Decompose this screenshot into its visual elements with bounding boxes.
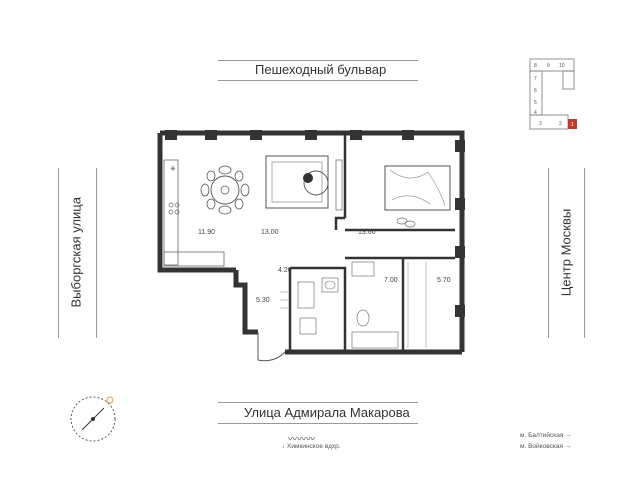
dining-table bbox=[210, 175, 240, 205]
right-rule-a bbox=[548, 168, 549, 338]
svg-text:1: 1 bbox=[571, 122, 574, 128]
metro-voikovskaya: м. Войковская → bbox=[520, 443, 572, 450]
svg-text:3: 3 bbox=[539, 121, 542, 127]
wall-jog bbox=[334, 216, 345, 230]
building-minimap: 8 9 10 7 6 5 4 3 2 1 bbox=[529, 58, 577, 130]
area-kitchen: 11.90 bbox=[198, 229, 215, 236]
svg-text:10: 10 bbox=[559, 63, 565, 69]
sofa bbox=[265, 155, 329, 209]
svg-text:7: 7 bbox=[534, 76, 537, 82]
bottom-rule-top bbox=[218, 402, 418, 403]
svg-text:9: 9 bbox=[547, 63, 550, 69]
area-bedroom: 13.60 bbox=[358, 229, 376, 236]
bed bbox=[384, 165, 451, 211]
metro-baltiyskaya: м. Балтийская → bbox=[520, 432, 572, 439]
top-rule-bottom bbox=[218, 80, 418, 81]
wall-bath bbox=[290, 266, 347, 352]
wave-icon: 〰〰〰 bbox=[288, 434, 316, 444]
svg-text:4: 4 bbox=[534, 110, 537, 116]
area-room-7: 7.00 bbox=[384, 277, 398, 284]
svg-text:5: 5 bbox=[534, 100, 537, 106]
compass-icon bbox=[70, 396, 116, 442]
bottom-rule-bottom bbox=[218, 423, 418, 424]
area-wardrobe: 5.70 bbox=[437, 277, 451, 284]
svg-text:6: 6 bbox=[534, 88, 537, 94]
svg-text:2: 2 bbox=[559, 121, 562, 127]
outer-wall-step bbox=[233, 270, 258, 335]
top-rule-left bbox=[218, 60, 418, 61]
area-bathroom: 4.20 bbox=[278, 267, 292, 274]
bottom-street-label: Улица Адмирала Макарова bbox=[244, 405, 410, 420]
outer-wall-left bbox=[157, 133, 236, 273]
entrance-door bbox=[257, 332, 286, 362]
left-rule-a bbox=[58, 168, 59, 338]
right-rule-b bbox=[584, 168, 585, 338]
fan-icon: ✳ bbox=[170, 165, 176, 173]
area-living: 13.00 bbox=[261, 229, 279, 236]
top-street-label: Пешеходный бульвар bbox=[255, 62, 387, 77]
area-hall: 5.30 bbox=[256, 297, 270, 304]
reservoir-note: ↓ Химкинское вдхр. bbox=[282, 443, 341, 450]
active-section bbox=[568, 119, 577, 129]
left-rule-b bbox=[96, 168, 97, 338]
svg-text:8: 8 bbox=[534, 63, 537, 69]
kitchen-counter bbox=[163, 159, 179, 266]
